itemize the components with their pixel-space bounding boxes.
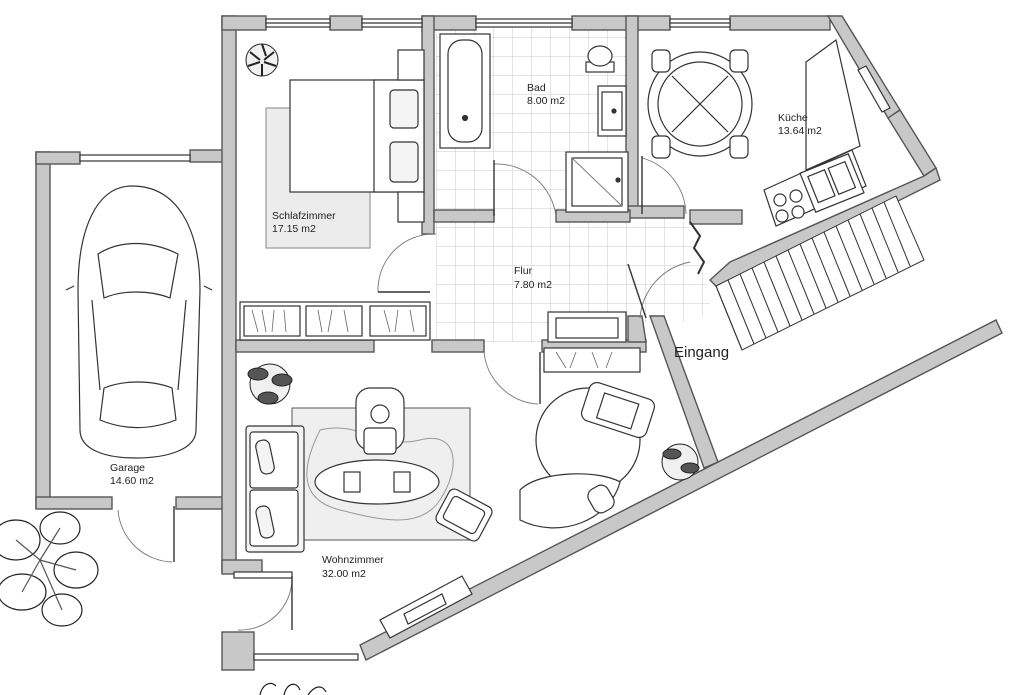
wohnzimmer-area: 32.00 m2	[322, 568, 366, 580]
bad-area: 8.00 m2	[527, 95, 565, 107]
person-reading	[355, 387, 405, 455]
bad-name: Bad	[527, 82, 546, 94]
kitchen-counter	[763, 38, 867, 227]
windows	[79, 18, 891, 661]
flur-area: 7.80 m2	[514, 279, 552, 291]
bathtub	[439, 33, 491, 149]
garage-area: 14.60 m2	[110, 475, 154, 487]
plant-bedroom	[245, 43, 279, 77]
coffee-table	[314, 459, 440, 505]
armchair	[435, 488, 493, 542]
car	[65, 185, 213, 459]
wardrobe	[239, 301, 431, 341]
plant-exterior-bottom	[259, 682, 327, 695]
plant-entrance	[661, 443, 700, 481]
round-seat	[519, 381, 656, 529]
garage-name: Garage	[110, 462, 145, 474]
wohnzimmer-name: Wohnzimmer	[322, 554, 384, 566]
room-labels: Schlafzimmer 17.15 m2 Bad 8.00 m2 Küche …	[110, 82, 822, 580]
shower	[565, 151, 629, 213]
doors	[117, 156, 691, 631]
toilet	[585, 45, 615, 73]
flur-name: Flur	[514, 265, 533, 277]
plant-living	[247, 363, 293, 405]
bed	[265, 49, 425, 249]
entrance-label: Eingang	[674, 344, 729, 361]
hall-cabinet	[543, 311, 641, 373]
sofa	[245, 425, 305, 553]
sink	[597, 85, 627, 137]
tv-console	[379, 575, 473, 639]
kueche-name: Küche	[778, 112, 808, 124]
plant-exterior	[0, 511, 99, 627]
schlafzimmer-name: Schlafzimmer	[272, 210, 336, 222]
schlafzimmer-area: 17.15 m2	[272, 223, 316, 235]
kueche-area: 13.64 m2	[778, 125, 822, 137]
dining-table	[647, 49, 753, 159]
staircase	[689, 195, 925, 351]
